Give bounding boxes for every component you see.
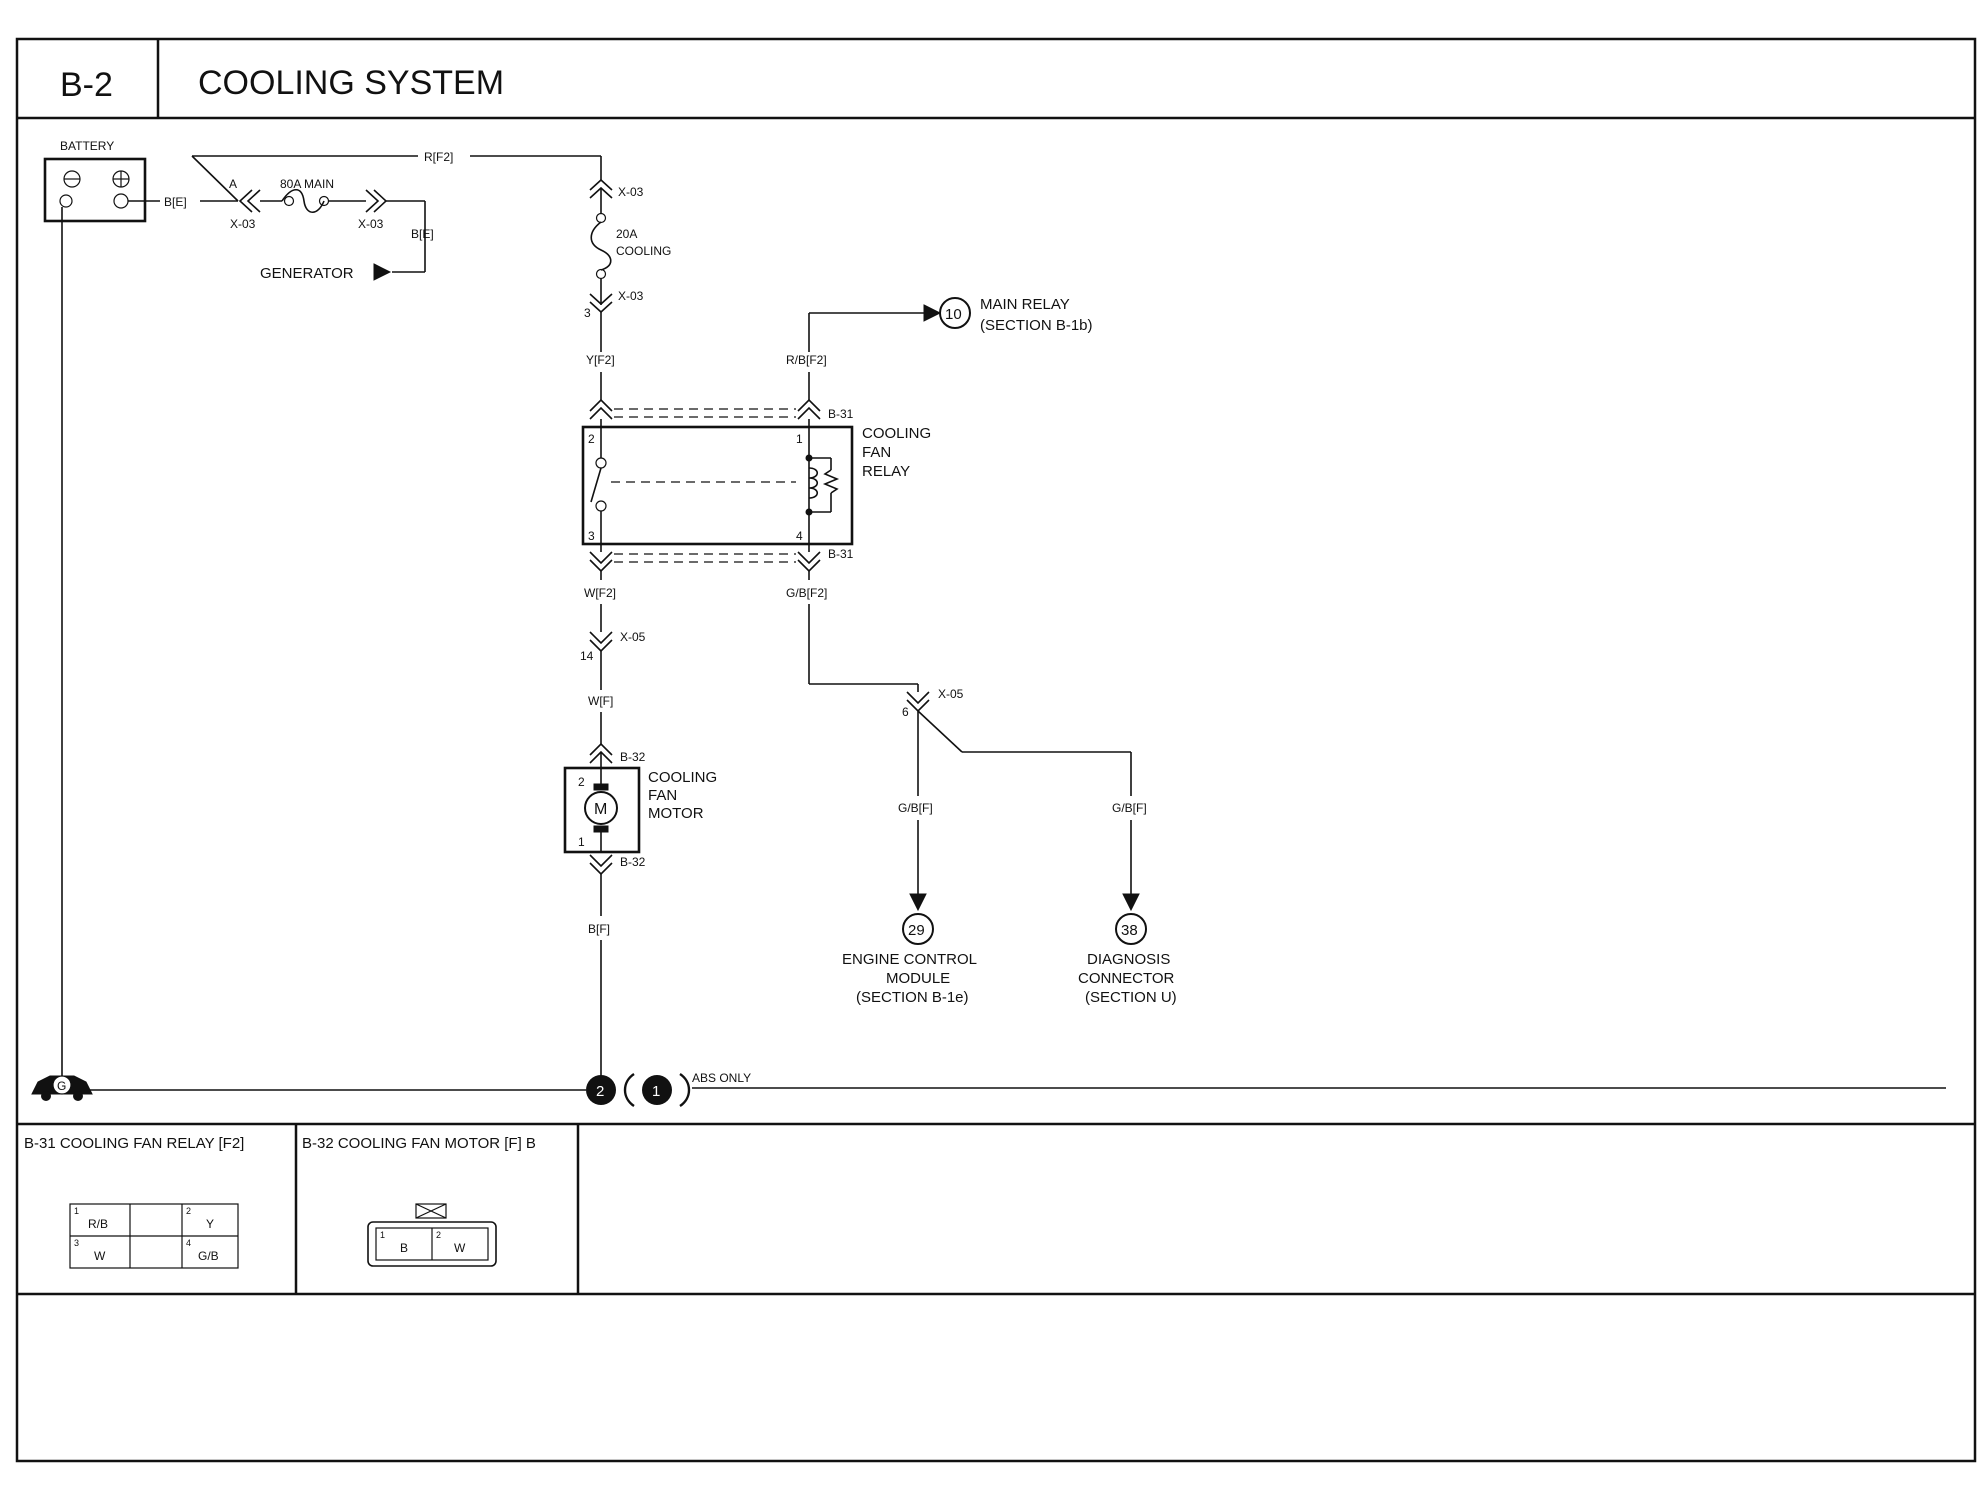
b32-pin2-number: 2 <box>436 1230 441 1240</box>
abs-only-note: ABS ONLY <box>692 1071 751 1085</box>
connector-x03-left: X-03 <box>230 217 256 231</box>
connector-b31-bottom-label: B-31 <box>828 547 854 561</box>
battery: BATTERY B[E] <box>43 139 238 223</box>
cooling-fuse-symbol <box>590 221 612 271</box>
connector-view-b31: B-31 COOLING FAN RELAY [F2] 1 R/B 2 Y 3 … <box>24 1135 244 1269</box>
motor-ground: B-32 B[F] <box>588 854 646 1078</box>
relay-label-line1: COOLING <box>862 425 931 442</box>
page-frame <box>15 37 1977 1463</box>
ground-point-1: 1 <box>652 1083 660 1100</box>
connector-view-b31-title: B-31 COOLING FAN RELAY [F2] <box>24 1135 244 1152</box>
connector-x03-bottom: X-03 <box>618 289 644 303</box>
b31-pin4-color: G/B <box>198 1249 219 1263</box>
cooling-fuse-rating: 20A <box>616 227 637 241</box>
relay-pin-2: 2 <box>588 432 595 446</box>
cooling-fuse-branch: X-03 20A COOLING X-03 3 Y[F2] <box>584 178 671 400</box>
b31-pin4-number: 4 <box>186 1238 191 1248</box>
main-fuse-symbol <box>281 188 325 214</box>
ecm-ref-line2: MODULE <box>886 970 950 987</box>
ground-point-2: 2 <box>596 1083 604 1100</box>
connector-x03-pin3: 3 <box>584 306 591 320</box>
b32-pin2-color: W <box>454 1241 466 1255</box>
b32-pin1-color: B <box>400 1241 408 1255</box>
relay-coil-ground-wire-label: G/B[F2] <box>786 586 827 600</box>
relay-label-line2: FAN <box>862 444 891 461</box>
coil-ground-branch: G/B[F2] X-05 6 G/B[F] 29 ENGINE CONTROL … <box>786 571 1177 1006</box>
battery-wire-label: B[E] <box>164 195 187 209</box>
b31-pin2-color: Y <box>206 1217 214 1231</box>
connector-x05-motor: X-05 <box>620 630 646 644</box>
relay-coil-feed-wire-label: R/B[F2] <box>786 353 827 367</box>
diag-ref-line2: CONNECTOR <box>1078 970 1175 987</box>
battery-label: BATTERY <box>60 139 114 153</box>
b31-pin1-number: 1 <box>74 1206 79 1216</box>
connector-x05-branch-pin: 6 <box>902 705 909 719</box>
cooling-fan-motor: 2 1 M COOLING FAN MOTOR <box>563 766 717 854</box>
section-code: B-2 <box>60 66 113 104</box>
main-relay-ref-section: (SECTION B-1b) <box>980 317 1093 334</box>
main-wire-label: R[F2] <box>424 150 453 164</box>
generator-label: GENERATOR <box>260 265 354 282</box>
generator-wire-label: B[E] <box>411 227 434 241</box>
connector-b32-bottom-label: B-32 <box>620 855 646 869</box>
connector-x03-top: X-03 <box>618 185 644 199</box>
diag-ref-line3: (SECTION U) <box>1085 989 1177 1006</box>
ecm-ref-number: 29 <box>908 922 925 939</box>
b31-pin3-number: 3 <box>74 1238 79 1248</box>
relay-output-wire-label: W[F2] <box>584 586 616 600</box>
motor-label-line3: MOTOR <box>648 805 704 822</box>
main-feed: R[F2] A X-03 80A MAIN X-03 B[E] GENERATO… <box>191 150 602 282</box>
motor-pin-1: 1 <box>578 835 585 849</box>
b31-pin2-number: 2 <box>186 1206 191 1216</box>
ecm-ref-line1: ENGINE CONTROL <box>842 951 977 968</box>
connector-b31-top-label: B-31 <box>828 407 854 421</box>
relay-pin-3: 3 <box>588 529 595 543</box>
main-relay-ref-number: 10 <box>945 306 962 323</box>
relay-to-motor: W[F2] X-05 14 W[F] B-32 <box>580 571 646 768</box>
motor-feed-wire-label: W[F] <box>588 694 613 708</box>
connector-x05-motor-pin: 14 <box>580 649 594 663</box>
connector-x05-branch: X-05 <box>938 687 964 701</box>
b31-pin1-color: R/B <box>88 1217 108 1231</box>
connector-view-b32: B-32 COOLING FAN MOTOR [F] B 1 B 2 W <box>302 1135 536 1267</box>
relay-label-line3: RELAY <box>862 463 910 480</box>
motor-label-line2: FAN <box>648 787 677 804</box>
header: B-2 COOLING SYSTEM <box>60 64 504 104</box>
connector-b31-top: B-31 <box>589 398 854 421</box>
motor-ground-wire-label: B[F] <box>588 922 610 936</box>
relay-input-wire-label: Y[F2] <box>586 353 615 367</box>
connector-b32-top-label: B-32 <box>620 750 646 764</box>
ecm-ref-line3: (SECTION B-1e) <box>856 989 969 1006</box>
b32-pin1-number: 1 <box>380 1230 385 1240</box>
cooling-fan-relay: 2 1 3 4 COOLING FAN RELAY <box>581 419 931 552</box>
motor-label-line1: COOLING <box>648 769 717 786</box>
diag-ref-number: 38 <box>1121 922 1138 939</box>
connector-view-b32-title: B-32 COOLING FAN MOTOR [F] B <box>302 1135 536 1152</box>
connector-b31-bottom: B-31 <box>589 547 854 573</box>
ecm-wire-label: G/B[F] <box>898 801 933 815</box>
cooling-fuse-name: COOLING <box>616 244 671 258</box>
relay-pin-1: 1 <box>796 432 803 446</box>
motor-pin-2: 2 <box>578 775 585 789</box>
main-fuse-label: 80A MAIN <box>280 177 334 191</box>
ground-bus: G 2 1 ABS ONLY <box>31 1071 1946 1107</box>
diag-ref-line1: DIAGNOSIS <box>1087 951 1170 968</box>
junction-pin-a: A <box>229 177 237 191</box>
chassis-ground-label: G <box>57 1079 66 1093</box>
main-relay-feed: 10 MAIN RELAY (SECTION B-1b) R/B[F2] <box>786 296 1093 400</box>
connector-x03-right: X-03 <box>358 217 384 231</box>
page-title: COOLING SYSTEM <box>198 64 504 102</box>
diag-wire-label: G/B[F] <box>1112 801 1147 815</box>
b31-pin3-color: W <box>94 1249 106 1263</box>
main-relay-ref-title: MAIN RELAY <box>980 296 1070 313</box>
motor-symbol: M <box>594 801 607 818</box>
relay-pin-4: 4 <box>796 529 803 543</box>
